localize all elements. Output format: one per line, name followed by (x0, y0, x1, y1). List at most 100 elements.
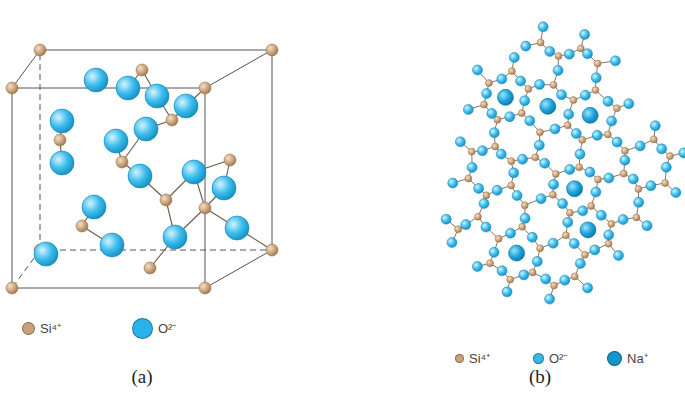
oxygen-ion (618, 215, 628, 225)
silicon-ion (199, 282, 211, 294)
silicon-ion (34, 44, 46, 56)
oxygen-ion (461, 220, 471, 230)
silicon-ion (633, 214, 640, 221)
silicon-ion (116, 156, 128, 168)
oxygen-ion (520, 213, 530, 223)
sodium-ion (567, 181, 583, 197)
oxygen-ion (620, 155, 630, 165)
oxygen-ion (467, 162, 477, 172)
oxygen-ion (50, 151, 74, 175)
silicon-ion (581, 251, 588, 258)
oxygen-ion (580, 90, 590, 100)
sodium-ion (540, 98, 556, 114)
legend-item: Si⁴⁺ (22, 316, 61, 340)
oxygen-ion (628, 174, 638, 184)
cube-edge (205, 250, 272, 288)
silicon-ion (550, 81, 557, 88)
oxygen-ion (496, 149, 506, 159)
oxygen-ion (583, 283, 593, 293)
silicon-ion (566, 209, 573, 216)
oxygen-ion (541, 274, 551, 284)
oxygen-ion (174, 94, 198, 118)
oxygen-ion (569, 239, 579, 249)
oxygen-ion (634, 197, 644, 207)
oxygen-ion (525, 116, 535, 126)
silicon-ion (6, 82, 18, 94)
crystal-figure (6, 44, 278, 294)
oxygen-ion (506, 228, 516, 238)
silicon-ion (595, 176, 602, 183)
oxygen-ion (128, 164, 152, 188)
silicon-ion (486, 260, 493, 267)
oxygen-ion (463, 105, 473, 115)
cube-edge (12, 88, 205, 89)
silicon-ion (549, 191, 556, 198)
legend-item: Na⁺ (607, 346, 648, 370)
silicon-ion (536, 129, 543, 136)
oxygen-ion (134, 117, 158, 141)
oxygen-ion (535, 79, 545, 89)
oxygen-ion (545, 46, 555, 56)
silicon-ion (594, 60, 601, 67)
silicon-ion (532, 154, 539, 161)
oxygen-ion (516, 76, 526, 86)
silicon-ion (551, 282, 558, 289)
oxygen-ion (596, 210, 606, 220)
silicon-ion (508, 68, 515, 75)
legend-text: O²⁻ (158, 319, 176, 337)
oxygen-ion (487, 108, 497, 118)
oxygen-ion (509, 168, 519, 178)
oxygen-ion (585, 167, 595, 177)
oxygen-ion (661, 162, 671, 172)
hidden-cube-edge (40, 50, 41, 250)
silicon-ion (485, 80, 492, 87)
oxygen-ion (564, 109, 574, 119)
oxygen-ion (182, 160, 206, 184)
oxygen-ion (604, 173, 614, 183)
silicon-ion (481, 101, 488, 108)
legend-text: Si⁴⁺ (469, 349, 490, 367)
cube-edge (12, 88, 13, 288)
oxygen-ion (163, 225, 187, 249)
cube-edge (272, 50, 273, 250)
silicon-ion (465, 175, 472, 182)
oxygen-ion (591, 73, 601, 83)
legend-item: Si⁴⁺ (455, 346, 490, 370)
oxygen-ion (492, 185, 502, 195)
oxygen-ion (474, 183, 484, 193)
sodium-ion (580, 222, 596, 238)
silicon-ion (199, 82, 211, 94)
oxygen-ion (509, 53, 519, 63)
oxygen-ion (489, 128, 499, 138)
oxygen-ion (50, 109, 74, 133)
oxygen-ion (671, 188, 681, 198)
oxygen-ion (84, 68, 108, 92)
silicon-ion (76, 220, 88, 232)
oxygen-ion (482, 89, 492, 99)
silicon-ion (571, 273, 578, 280)
oxygen-ion (635, 141, 645, 151)
oxygen-ion (497, 266, 507, 276)
oxygen-ion (563, 217, 573, 227)
oxygen-ion (527, 232, 537, 242)
silicon-ion (492, 143, 499, 150)
oxygen-ion (575, 259, 585, 269)
silicon-ion (608, 220, 615, 227)
silicon-ion (455, 226, 462, 233)
silicon-ion (576, 164, 583, 171)
oxygen-ion (489, 247, 499, 257)
sodium-ion (497, 89, 513, 105)
legend-text: Na⁺ (627, 349, 648, 367)
cube-edge (12, 288, 205, 289)
sodium-ion (509, 245, 525, 261)
oxygen-ion (558, 199, 568, 209)
oxygen-ion (517, 154, 527, 164)
silicon-ion (468, 148, 475, 155)
silicon-ion (564, 122, 571, 129)
oxygen-ion (624, 99, 634, 109)
oxygen-ion (603, 96, 613, 106)
silicon-ion (555, 53, 562, 60)
legend-text: O²⁻ (549, 349, 567, 367)
legend-swatch (132, 318, 153, 339)
